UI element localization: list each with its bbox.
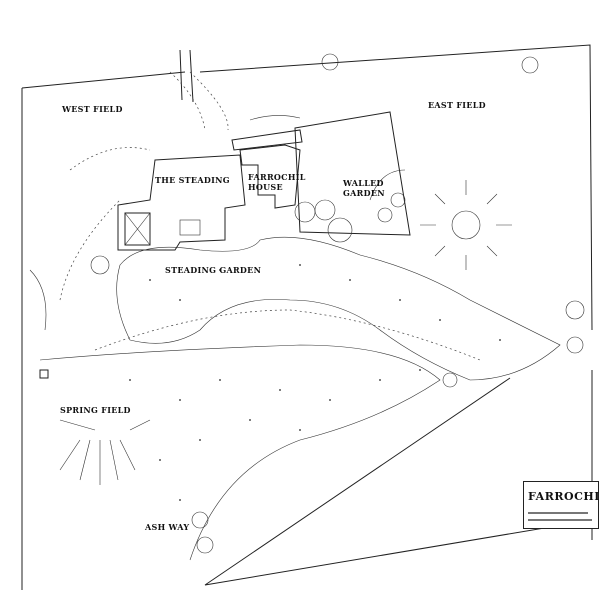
title-block-line <box>528 512 588 514</box>
site-boundary <box>21 44 593 590</box>
label-walled-1: WALLED <box>342 178 384 188</box>
west-field-fan <box>59 419 151 485</box>
title-block-title: FARROCHIL <box>528 490 600 503</box>
title-block-line <box>528 519 592 521</box>
label-house-2: HOUSE <box>248 182 283 192</box>
steading-garden-outline <box>116 236 561 381</box>
label-west-field: WEST FIELD <box>61 104 123 114</box>
spring-field-boundary <box>204 377 593 586</box>
woodland-dots <box>129 264 501 501</box>
walled-garden <box>294 111 411 243</box>
label-east-field: EAST FIELD <box>428 100 486 110</box>
east-field-tree <box>420 180 512 270</box>
drive-lines <box>179 49 194 103</box>
label-the-steading: THE STEADING <box>155 175 230 185</box>
title-block: FARROCHIL <box>523 481 600 529</box>
label-walled-2: GARDEN <box>343 188 385 198</box>
label-house-1: FARROCHIL <box>248 172 306 182</box>
field-trees <box>90 53 585 554</box>
label-ash-way: ASH WAY <box>144 522 189 532</box>
path-dashed <box>59 147 481 361</box>
drive-path <box>169 71 229 131</box>
farrochil-house <box>231 115 303 209</box>
gate-marker <box>39 369 49 379</box>
label-steading-garden: STEADING GARDEN <box>165 265 261 275</box>
label-spring-field: SPRING FIELD <box>60 405 131 415</box>
tree-belt <box>29 269 441 561</box>
steading-building <box>117 154 246 251</box>
